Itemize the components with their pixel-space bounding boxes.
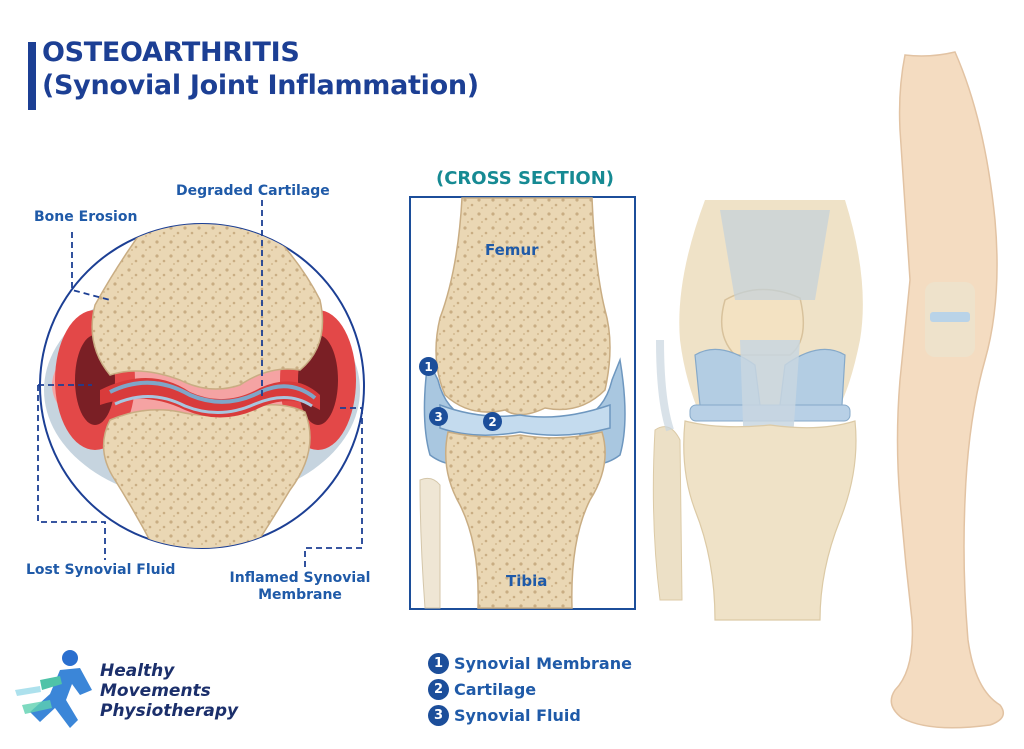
cross-section-title: (CROSS SECTION) [435,168,615,189]
label-lost-synovial-fluid: Lost Synovial Fluid [26,562,176,578]
legend-text: Synovial Fluid [454,705,581,725]
joint-detail-circle [37,200,365,568]
legend-text: Synovial Membrane [454,653,632,673]
label-degraded-cartilage: Degraded Cartilage [176,183,330,199]
label-tibia: Tibia [506,572,548,590]
label-bone-erosion: Bone Erosion [34,209,138,225]
knee-anatomy-illustration [652,200,863,621]
leg-silhouette [890,51,1005,729]
page-title: OSTEOARTHRITIS (Synovial Joint Inflammat… [42,36,479,102]
cross-section-panel [409,196,636,610]
logo-text: Healthy Movements Physiotherapy [100,661,238,721]
title-line-2: (Synovial Joint Inflammation) [42,70,479,101]
label-inflamed-line-2: Membrane [258,587,342,603]
title-accent-bar [28,42,36,110]
legend-item: 1 Synovial Membrane [428,650,632,676]
legend-number: 1 [428,652,449,674]
badge-3-synovial-fluid: 3 [429,407,448,426]
legend-number: 3 [428,704,449,726]
badge-2-cartilage: 2 [483,412,502,431]
label-femur: Femur [485,241,539,259]
logo-line-1: Healthy [100,661,175,681]
logo-line-3: Physiotherapy [100,701,239,721]
logo-runner-figure [15,650,92,728]
title-line-1: OSTEOARTHRITIS [42,37,300,68]
legend: 1 Synovial Membrane 2 Cartilage 3 Synovi… [428,650,632,728]
logo-line-2: Movements [100,681,211,701]
label-inflamed-line-1: Inflamed Synovial [229,570,371,586]
legend-text: Cartilage [454,679,537,699]
legend-number: 2 [428,678,449,700]
label-inflamed-synovial-membrane: Inflamed Synovial Membrane [220,570,380,604]
legend-item: 2 Cartilage [428,676,632,702]
badge-1-synovial-membrane: 1 [419,357,438,376]
legend-item: 3 Synovial Fluid [428,702,632,728]
